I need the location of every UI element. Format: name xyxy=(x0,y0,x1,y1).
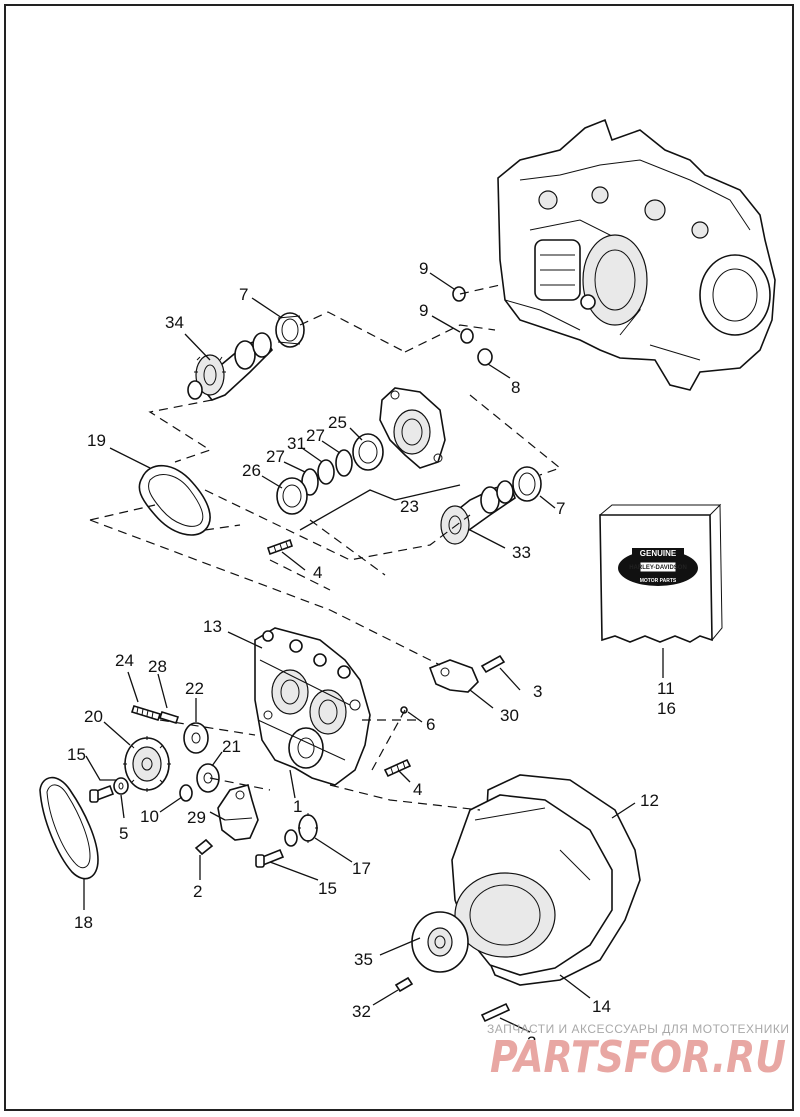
callout-21: 21 xyxy=(222,737,241,756)
chain-18 xyxy=(39,776,99,880)
callout-13: 13 xyxy=(203,617,222,636)
callout-22: 22 xyxy=(185,679,204,698)
callout-29: 29 xyxy=(187,808,206,827)
screw-4-lower xyxy=(383,758,412,778)
screw-4-upper xyxy=(266,538,294,556)
crankcase xyxy=(497,118,776,391)
bearing-26 xyxy=(276,477,308,515)
sprocket-20 xyxy=(123,736,171,792)
callout-labels: 9 9 8 7 34 25 27 31 27 26 19 23 7 33 4 1… xyxy=(67,259,676,1052)
bearing-7-lower xyxy=(512,466,542,502)
callout-7-lower: 7 xyxy=(556,499,565,518)
callout-12: 12 xyxy=(640,791,659,810)
washer-21 xyxy=(196,763,220,793)
alignment-dashed-lines xyxy=(89,284,562,811)
genuine-parts-package: GENUINE HARLEY-DAVIDSON MOTOR PARTS xyxy=(599,503,723,643)
callout-4-lower: 4 xyxy=(413,780,422,799)
logo-motor-parts-text: MOTOR PARTS xyxy=(640,578,677,584)
callout-2: 2 xyxy=(193,882,202,901)
callout-9-upper: 9 xyxy=(419,259,428,278)
callout-7-upper: 7 xyxy=(239,285,248,304)
callout-30: 30 xyxy=(500,706,519,725)
callout-34: 34 xyxy=(165,313,184,332)
callout-20: 20 xyxy=(84,707,103,726)
camshaft-34 xyxy=(187,332,274,401)
callout-27-lower: 27 xyxy=(266,447,285,466)
chain-tensioner-29 xyxy=(217,784,259,841)
callout-27-upper: 27 xyxy=(306,426,325,445)
screw-3-upper xyxy=(480,654,506,674)
cam-support-plate-13 xyxy=(254,627,371,786)
tensioner-30 xyxy=(428,659,479,693)
watermark: ЗАПЧАСТИ И АКСЕССУАРЫ ДЛЯ МОТОТЕХНИКИ PA… xyxy=(487,1022,789,1083)
callout-26: 26 xyxy=(242,461,261,480)
callout-3-upper: 3 xyxy=(533,682,542,701)
leader-lines xyxy=(83,272,664,1033)
bolt-15-lower xyxy=(255,848,285,868)
bearing-25 xyxy=(352,433,384,471)
callout-32: 32 xyxy=(352,1002,371,1021)
bearing-7-upper xyxy=(275,312,305,348)
o-ring-9-upper xyxy=(452,286,466,302)
screw-32 xyxy=(394,976,414,993)
callout-9-lower: 9 xyxy=(419,301,428,320)
callout-11: 11 xyxy=(657,679,675,698)
callout-33: 33 xyxy=(512,543,531,562)
screw-3-lower xyxy=(480,1002,511,1023)
watermark-tagline: ЗАПЧАСТИ И АКСЕССУАРЫ ДЛЯ МОТОТЕХНИКИ xyxy=(487,1022,789,1036)
callout-15-lower: 15 xyxy=(318,879,337,898)
callout-10: 10 xyxy=(140,807,159,826)
callout-25: 25 xyxy=(328,413,347,432)
callout-28: 28 xyxy=(148,657,167,676)
chain-19 xyxy=(138,464,211,536)
retaining-ring-31 xyxy=(317,459,335,485)
washer-15-lower xyxy=(284,829,298,847)
callout-14: 14 xyxy=(592,997,611,1016)
o-ring-8 xyxy=(477,348,493,366)
callout-8: 8 xyxy=(511,378,520,397)
callout-35: 35 xyxy=(354,950,373,969)
washer-22 xyxy=(183,722,209,754)
retaining-ring-27-upper xyxy=(335,449,353,477)
callout-6: 6 xyxy=(426,715,435,734)
sprocket-17 xyxy=(298,813,318,843)
bolt-15-upper xyxy=(89,784,115,803)
spring-24 xyxy=(130,705,162,721)
callout-23: 23 xyxy=(400,497,419,516)
screw-2 xyxy=(194,838,214,856)
logo-genuine-text: GENUINE xyxy=(640,549,677,558)
callout-5: 5 xyxy=(119,824,128,843)
flange-35 xyxy=(411,911,469,973)
callout-4-upper: 4 xyxy=(313,563,322,582)
cam-plate-housing xyxy=(379,387,446,469)
o-ring-10 xyxy=(179,784,193,802)
diagram-frame xyxy=(4,4,794,1111)
callout-18: 18 xyxy=(74,913,93,932)
callout-15-upper: 15 xyxy=(67,745,86,764)
logo-brand-text: HARLEY-DAVIDSON xyxy=(629,565,687,571)
callout-3-lower: 3 xyxy=(527,1033,536,1052)
callout-31: 31 xyxy=(287,434,306,453)
callout-19: 19 xyxy=(87,431,106,450)
pin-28 xyxy=(158,711,180,724)
washer-5 xyxy=(113,777,129,795)
callout-1: 1 xyxy=(293,797,302,816)
watermark-brand: PARTSFOR.RU xyxy=(490,1032,786,1083)
callout-24: 24 xyxy=(115,651,134,670)
callout-16: 16 xyxy=(657,699,676,718)
o-ring-9-lower xyxy=(460,328,474,344)
callout-17: 17 xyxy=(352,859,371,878)
cam-cover-14 xyxy=(451,794,613,976)
camshaft-33 xyxy=(440,480,516,545)
